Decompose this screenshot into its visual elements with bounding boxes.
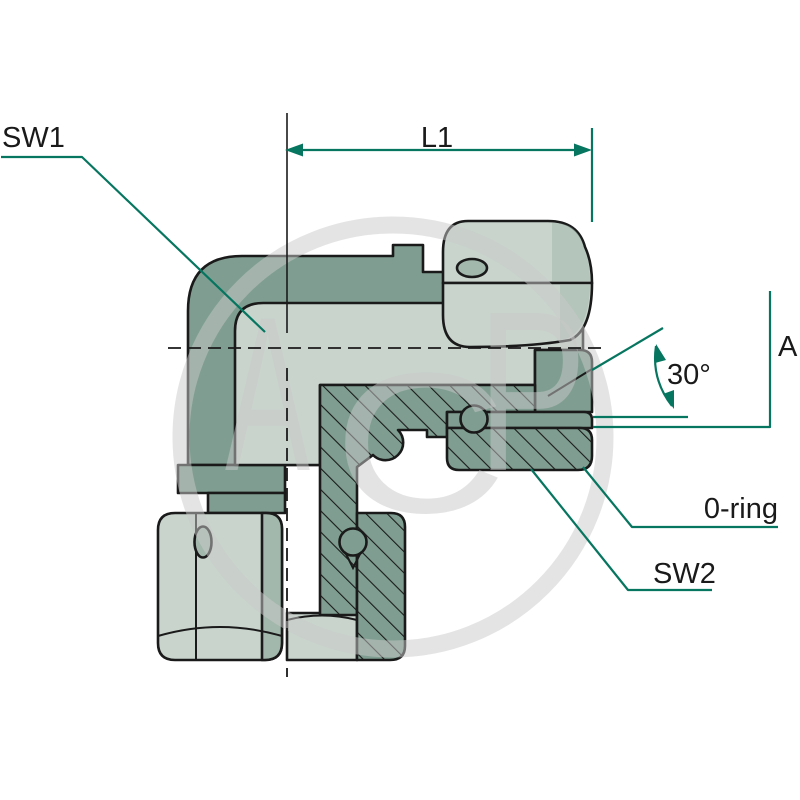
watermark-letter-c: C bbox=[333, 332, 507, 555]
oring-section-right bbox=[459, 404, 489, 434]
sw2-leader-line bbox=[530, 468, 712, 592]
a-label: A bbox=[778, 331, 798, 363]
watermark: A C P bbox=[172, 216, 614, 658]
annotations: SW1 L1 30° A 0-ring SW2 bbox=[1, 122, 798, 592]
angle-arrow-top bbox=[655, 344, 666, 363]
oring-section-lower bbox=[338, 527, 368, 557]
watermark-letter-p: P bbox=[477, 265, 587, 519]
l1-arrow-left bbox=[285, 143, 303, 157]
right-nut-section-hatch bbox=[445, 426, 594, 472]
angle-reference-line bbox=[591, 327, 664, 371]
angle-arrow-bottom bbox=[663, 390, 674, 409]
a-bracket-line bbox=[593, 291, 772, 429]
oring-leader-line bbox=[582, 466, 778, 529]
watermark-letter-a: A bbox=[225, 271, 310, 517]
l1-label: L1 bbox=[421, 122, 453, 154]
oring-label: 0-ring bbox=[704, 493, 778, 525]
body-section-hatch bbox=[318, 383, 537, 617]
lower-nut-right-facet bbox=[260, 511, 284, 662]
right-nut-upper-shade bbox=[552, 222, 590, 281]
sw2-label: SW2 bbox=[653, 558, 716, 590]
lower-nut-chamfer bbox=[157, 626, 283, 637]
right-nut-facet-highlight bbox=[455, 257, 489, 279]
watermark-ring bbox=[172, 216, 614, 658]
sw1-leader-line bbox=[1, 155, 266, 333]
cone-seat-line bbox=[547, 368, 593, 397]
angle-label: 30° bbox=[667, 359, 711, 391]
l1-arrow-right bbox=[574, 143, 592, 157]
oring-groove-lines bbox=[344, 551, 362, 571]
sw1-label: SW1 bbox=[2, 122, 65, 154]
